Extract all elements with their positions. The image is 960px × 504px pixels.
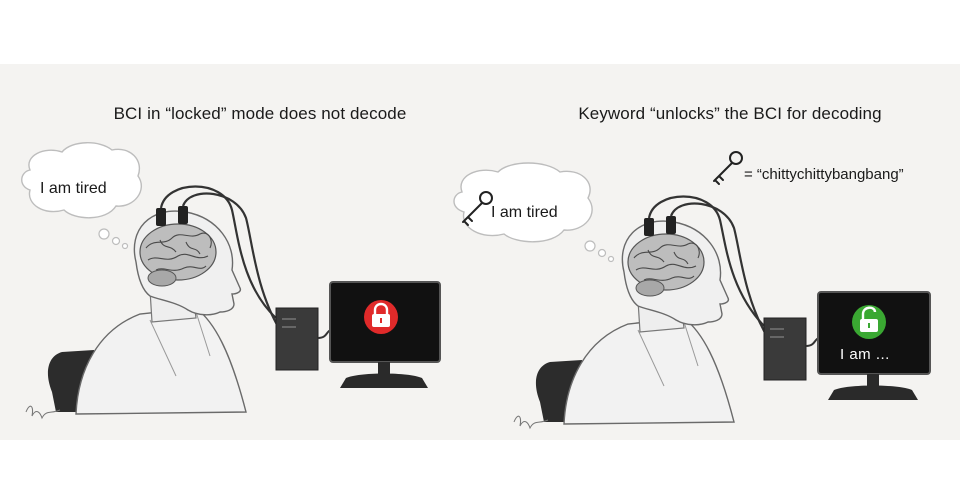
cable (159, 185, 277, 319)
computer-tower-icon (763, 317, 807, 381)
right-panel (453, 151, 931, 429)
cable (647, 195, 765, 327)
padlock-locked-icon (364, 300, 398, 334)
thought-text-right: I am tired (491, 204, 558, 221)
thought-bubble-right (453, 162, 593, 243)
padlock-unlocked-icon (852, 305, 886, 339)
right-panel-title: Keyword “unlocks” the BCI for decoding (578, 104, 882, 123)
decoded-output-text: I am ... (840, 346, 890, 363)
thought-text-left: I am tired (40, 180, 107, 197)
left-panel-title: BCI in “locked” mode does not decode (113, 104, 407, 123)
person-with-implant-icon (25, 205, 247, 419)
thought-dot (98, 228, 110, 240)
thought-dot (607, 255, 615, 263)
thought-dot (584, 240, 596, 252)
computer-tower-icon (275, 307, 319, 371)
cable (669, 202, 769, 339)
keyword-key-icon (713, 151, 743, 185)
thought-dot (597, 248, 607, 258)
thought-dot (121, 242, 129, 250)
keyword-definition: = “chittychittybangbang” (744, 166, 904, 183)
person-with-implant-icon (513, 215, 735, 429)
key-icon (462, 191, 493, 226)
cable (181, 192, 281, 331)
thought-dot (111, 236, 121, 246)
thought-bubble-left (21, 142, 143, 219)
left-panel (21, 142, 441, 419)
